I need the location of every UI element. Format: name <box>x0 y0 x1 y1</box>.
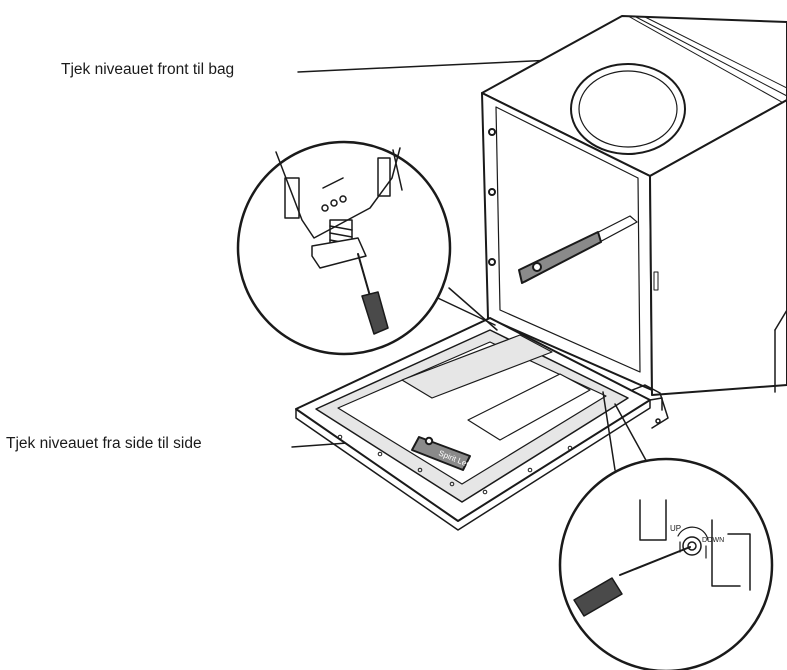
label-side-to-side: Tjek niveauet fra side til side <box>6 435 202 452</box>
dishwasher-door <box>295 317 651 531</box>
cabinet-foot-right <box>619 384 669 429</box>
magnifier-height-adjust: UP DOWN <box>558 457 774 670</box>
label-front-to-back: Tjek niveauet front til bag <box>61 61 235 78</box>
magnifier-leveling-foot <box>236 140 452 356</box>
down-label: DOWN <box>702 537 724 544</box>
up-label: UP <box>670 524 681 533</box>
dishwasher-cabinet <box>481 15 787 396</box>
spirit-level-front <box>518 231 602 284</box>
